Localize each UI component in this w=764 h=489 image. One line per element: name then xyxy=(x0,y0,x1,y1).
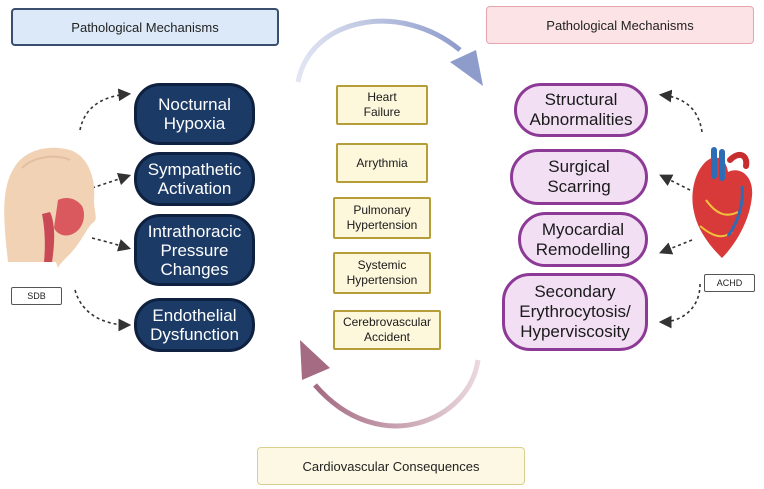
sdb-mechanism-sympathetic-activation: Sympathetic Activation xyxy=(134,152,255,206)
cycle-arrow-bottom xyxy=(300,340,481,429)
achd-connectors xyxy=(658,89,703,329)
sdb-mechanism-intrathoracic-pressure: Intrathoracic Pressure Changes xyxy=(134,214,255,286)
cycle-arrow-top xyxy=(295,18,483,86)
heart-icon xyxy=(692,147,753,258)
achd-mechanism-surgical-scarring: Surgical Scarring xyxy=(510,149,648,205)
consequence-cerebrovascular-accident: Cerebrovascular Accident xyxy=(333,310,441,350)
consequence-pulmonary-hypertension: Pulmonary Hypertension xyxy=(333,197,431,239)
sdb-label: SDB xyxy=(11,287,62,305)
sdb-mechanisms-header: Pathological Mechanisms xyxy=(11,8,279,46)
achd-mechanisms-header: Pathological Mechanisms xyxy=(486,6,754,44)
sdb-connectors xyxy=(74,88,132,332)
head-airway-icon xyxy=(4,147,96,268)
sdb-mechanism-endothelial-dysfunction: Endothelial Dysfunction xyxy=(134,298,255,352)
achd-label: ACHD xyxy=(704,274,755,292)
achd-mechanism-secondary-erythrocytosis: Secondary Erythrocytosis/ Hyperviscosity xyxy=(502,273,648,351)
achd-mechanism-myocardial-remodelling: Myocardial Remodelling xyxy=(518,212,648,267)
consequence-arrythmia: Arrythmia xyxy=(336,143,428,183)
consequences-header: Cardiovascular Consequences xyxy=(257,447,525,485)
sdb-mechanism-nocturnal-hypoxia: Nocturnal Hypoxia xyxy=(134,83,255,145)
consequence-heart-failure: Heart Failure xyxy=(336,85,428,125)
consequence-systemic-hypertension: Systemic Hypertension xyxy=(333,252,431,294)
achd-mechanism-structural-abnormalities: Structural Abnormalities xyxy=(514,83,648,137)
